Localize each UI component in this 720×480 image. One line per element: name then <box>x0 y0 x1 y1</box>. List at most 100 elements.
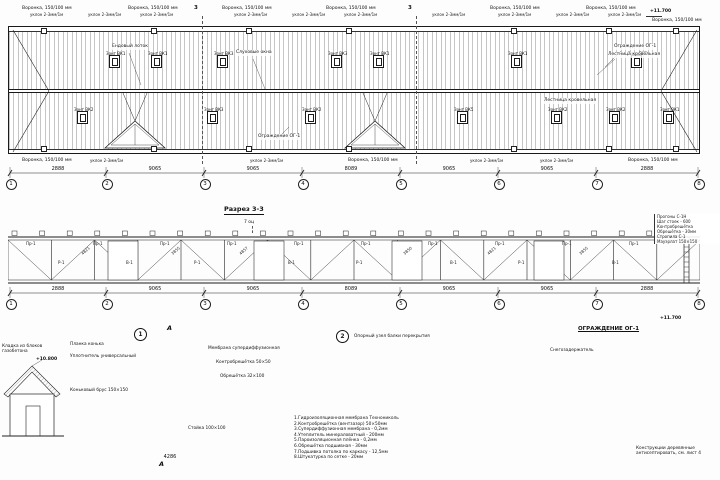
grid-bubble: 1 <box>5 299 17 310</box>
funnel-label: Воронка, 150/100 мм <box>652 18 702 23</box>
dormer-windows-label: Слуховые окна <box>236 50 272 56</box>
section-cut-line <box>202 16 203 164</box>
grid-bubble: 7 <box>591 299 603 310</box>
vent-label: Зонт ВК1 <box>660 106 680 112</box>
layer-item: 1.Гидроизоляционная мембрана Технониколь <box>294 416 399 421</box>
dimension-value: 9065 <box>442 166 456 172</box>
web-member-label: Р-1 <box>58 260 65 265</box>
slope-label: уклон 2-3мм/1м <box>234 12 268 17</box>
roof-funnel <box>41 146 47 152</box>
vent-label: Зонт ВК1 <box>370 50 390 56</box>
roof-layers-list: 1.Гидроизоляционная мембрана Технониколь… <box>294 416 434 461</box>
slope-label: уклон 2-3мм/1м <box>470 158 504 163</box>
detail-note: Стойка 100×100 <box>188 426 226 431</box>
web-member-label: В-1 <box>288 260 295 265</box>
web-member-label: В-1 <box>126 260 133 265</box>
grid-bubble: 6 <box>493 179 505 190</box>
grid-bubble: 2 <box>101 299 113 310</box>
note-leader <box>252 226 253 233</box>
roof-funnel <box>511 28 517 34</box>
detail-note: Планка конька <box>70 342 104 347</box>
vent-label: Зонт ВК2 <box>606 106 626 112</box>
purlin-label: Пр-1 <box>495 241 505 246</box>
purlin-label: Пр-1 <box>294 241 304 246</box>
grid-bubble: 8 <box>693 179 705 190</box>
section-title: Разрез 3-3 <box>224 205 264 215</box>
grid-bubble: 5 <box>395 179 407 190</box>
detail-caption: Опорный узел балки перекрытия <box>354 334 430 339</box>
layer-item: 6.Обрешётка подшивная - 30мм <box>294 443 368 449</box>
purlin-label: Пр-1 <box>227 241 237 246</box>
web-member-label: Р-1 <box>518 260 525 265</box>
slope-label: уклон 2-3мм/1м <box>30 12 64 17</box>
roof-vent: Зонт ВК3 <box>214 51 233 68</box>
detail-note: Обрешётка 32×100 <box>220 374 265 379</box>
roof-vent: Зонт ВК2 <box>606 107 625 124</box>
gutter-line <box>9 31 699 32</box>
funnel-label: Воронка, 150/100 мм <box>22 6 72 11</box>
purlin-label: Пр-1 <box>160 241 170 246</box>
section-marker: А <box>159 460 165 468</box>
roof-funnel <box>606 28 612 34</box>
dimension-value: 9065 <box>540 166 554 172</box>
valley-gutter-label: Ендовый лоток <box>112 44 148 50</box>
grid-bubble: 8 <box>693 299 705 310</box>
roof-vent: Зонт ВК1 <box>370 51 389 68</box>
detail-number: 1 <box>134 328 147 341</box>
legend-line: Стропила С-1 <box>657 234 686 239</box>
roof-ladder-label: Лестница кровельная <box>544 98 597 104</box>
vent-label: Зонт ВК2 <box>74 106 94 112</box>
slope-label: уклон 2-3мм/1м <box>88 12 122 17</box>
purlin-label: Пр-1 <box>629 241 639 246</box>
slope-label: уклон 2-3мм/1м <box>90 158 124 163</box>
slope-label: уклон 2-3мм/1м <box>344 12 378 17</box>
vent-label: Зонт ВК5 <box>454 106 474 112</box>
grid-bubble: 4 <box>297 179 309 190</box>
railing-label: Ограждение ОГ-1 <box>614 44 657 50</box>
gable-caption: Кладка из блоков газобетона <box>2 344 43 355</box>
dimension-value: 9065 <box>148 286 162 292</box>
legend-line: Контробрешётка <box>657 224 694 229</box>
gable-elevation-detail: Кладка из блоков газобетона +10.800 <box>2 344 64 442</box>
slope-label: уклон 2-3мм/1м <box>556 12 590 17</box>
vent-label: Зонт ВК3 <box>204 106 224 112</box>
web-member-label: Р-1 <box>194 260 201 265</box>
roof-vent: Зонт ВК1 <box>148 51 167 68</box>
grid-bubble: 5 <box>395 299 407 310</box>
detail-note: Уплотнитель универсальный <box>70 354 137 359</box>
purlin-label: Пр-1 <box>93 241 103 246</box>
section-cut-label: 3 <box>194 5 198 11</box>
grid-bubble: 6 <box>493 299 505 310</box>
section-marker: А <box>167 324 173 332</box>
truss-drawing <box>8 230 700 284</box>
ridge-detail: 1 А А 4286 Планка конька Уплотнитель уни… <box>70 322 280 474</box>
funnel-label: Воронка, 150/100 мм <box>222 6 272 11</box>
railing-drawing <box>559 319 717 437</box>
roof-vent: Зонт ВК2 <box>302 107 321 124</box>
snow-guard-label: Снегозадержатель <box>550 348 594 353</box>
funnel-label: Воронка, 150/100 мм <box>128 6 178 11</box>
roof-vent: Зонт ВК2 <box>74 107 93 124</box>
roof-vent: Зонт ВК5 <box>454 107 473 124</box>
web-member-label: В-1 <box>612 260 619 265</box>
layer-item: 7.Подшивка потолка по каркасу - 12,5мм <box>294 449 388 455</box>
detail-number: 2 <box>336 330 349 343</box>
railing-label: Ограждение ОГ-1 <box>258 134 301 140</box>
layer-item: 3.Супердиффузионная мембрана - 0,2мм <box>294 427 388 433</box>
dimension-value: 9065 <box>246 286 260 292</box>
vent-label: Зонт ВК3 <box>214 50 234 56</box>
roof-funnel <box>151 28 157 34</box>
roof-funnel <box>606 146 612 152</box>
vent-label: Зонт ВК1 <box>106 50 126 56</box>
slope-label: уклон 2-3мм/1м <box>250 158 284 163</box>
grid-bubble: 3 <box>199 179 211 190</box>
elevation-mark: +11.700 <box>660 316 682 321</box>
purlin-label: Пр-1 <box>562 241 572 246</box>
slope-label: уклон 2-3мм/1м <box>498 12 532 17</box>
roof-funnel <box>673 146 679 152</box>
purlin-label: Пр-1 <box>428 241 438 246</box>
legend-line: Обрешётка - 30мм <box>657 229 697 234</box>
